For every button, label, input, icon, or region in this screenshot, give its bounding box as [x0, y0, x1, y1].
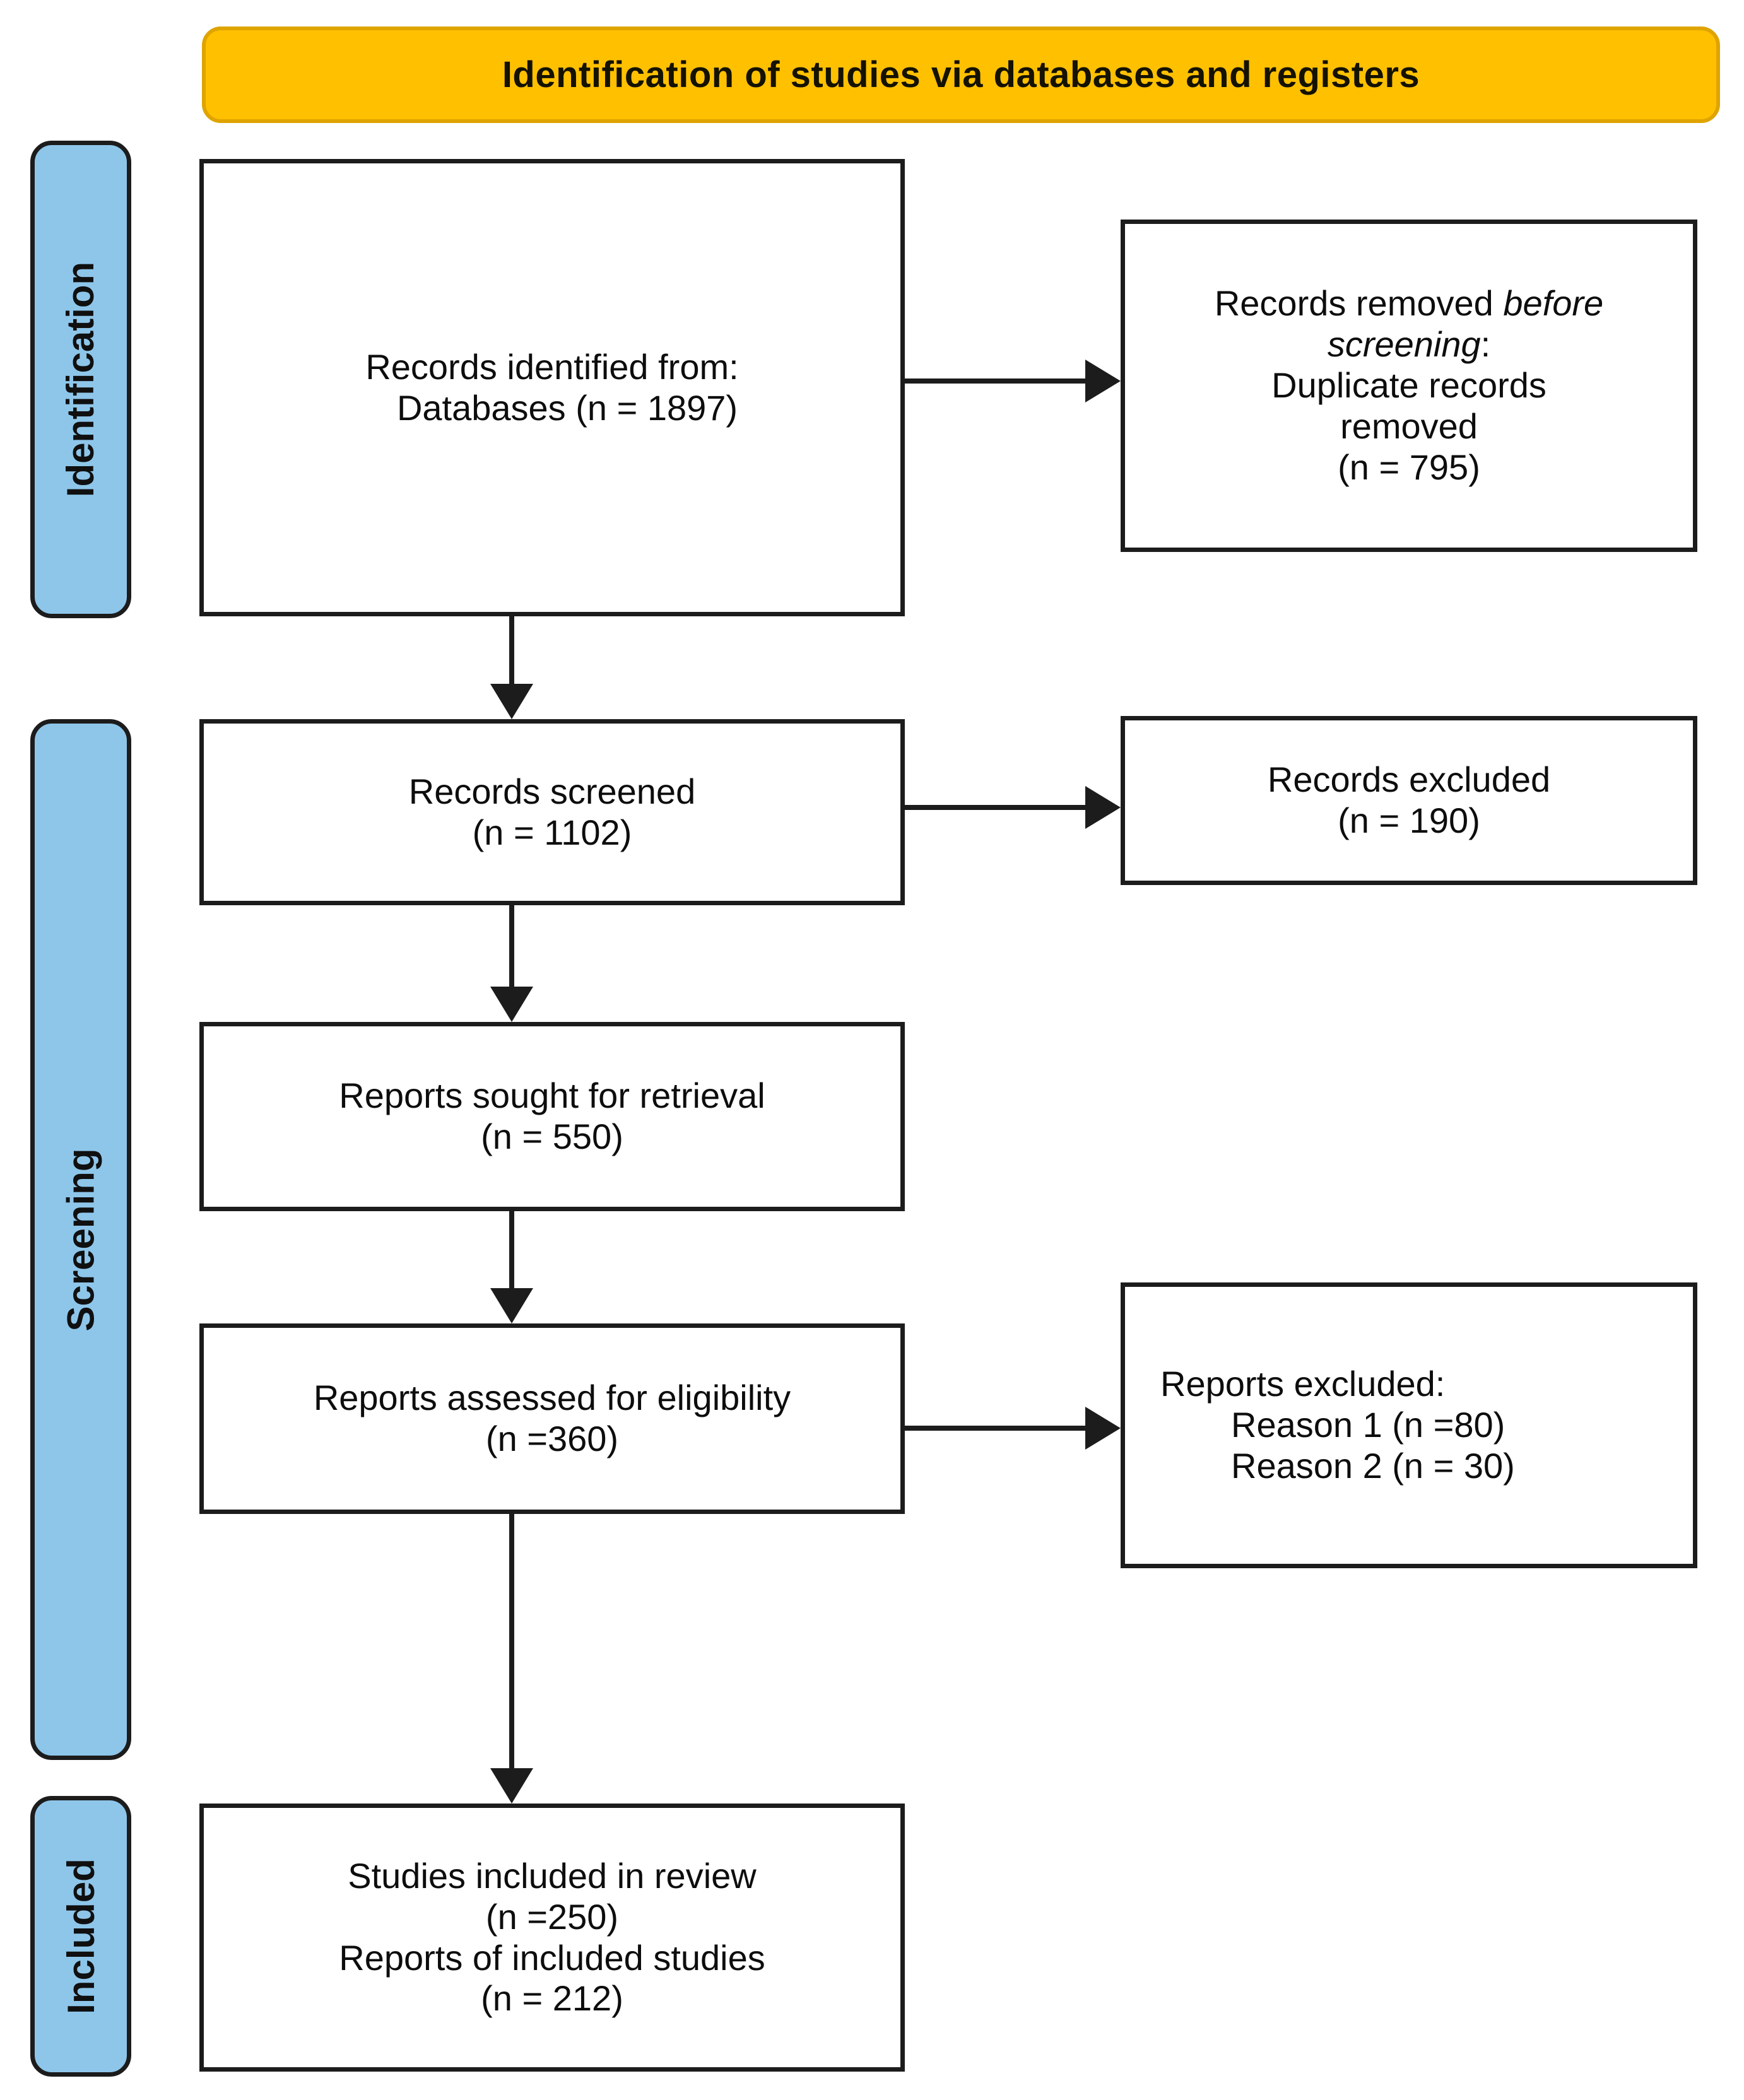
box-line: Reports of included studies	[339, 1937, 765, 1978]
stage-label-text: Identification	[59, 261, 102, 498]
box-line-text: :	[1480, 324, 1491, 365]
banner: Identification of studies via databases …	[202, 26, 1720, 123]
box-line: (n = 550)	[481, 1117, 623, 1156]
box-line: (n =250)	[485, 1896, 619, 1937]
arrow-right-screened-to-excluded-icon	[905, 786, 1121, 829]
stage-label-screening: Screening	[30, 719, 131, 1760]
box-line: screening:	[1328, 324, 1490, 365]
box-line: Records removed before	[1215, 283, 1603, 324]
stage-label-included: Included	[30, 1796, 131, 2077]
box-studies-included: Studies included in review (n =250) Repo…	[199, 1804, 905, 2072]
arrow-down-identified-to-screened-icon	[490, 616, 533, 719]
box-line: Reports sought for retrieval	[339, 1076, 765, 1116]
arrow-shaft	[905, 378, 1089, 384]
arrow-shaft	[509, 1514, 514, 1771]
arrow-head-icon	[490, 987, 533, 1022]
banner-title: Identification of studies via databases …	[502, 54, 1420, 95]
arrow-head-icon	[490, 684, 533, 719]
stage-label-text: Included	[59, 1858, 102, 2014]
stage-label-text: Screening	[59, 1147, 102, 1332]
arrow-shaft	[509, 616, 514, 686]
arrow-right-identified-to-removed-icon	[905, 360, 1121, 402]
arrow-down-sought-to-assessed-icon	[490, 1211, 533, 1323]
box-line: (n = 212)	[481, 1978, 623, 2019]
box-line: Reports assessed for eligibility	[313, 1378, 791, 1418]
arrow-head-icon	[1085, 786, 1121, 829]
box-line: Studies included in review	[348, 1855, 757, 1896]
box-reports-assessed: Reports assessed for eligibility (n =360…	[199, 1323, 905, 1514]
arrow-shaft	[905, 805, 1089, 810]
arrow-head-icon	[490, 1288, 533, 1323]
box-line-text: Records removed	[1214, 283, 1504, 324]
box-line: Records screened	[408, 771, 696, 811]
arrow-shaft	[905, 1426, 1089, 1431]
arrow-shaft	[509, 1211, 514, 1291]
box-records-identified: Records identified from: Databases (n = …	[199, 159, 905, 616]
box-reports-excluded: Reports excluded: Reason 1 (n =80) Reaso…	[1121, 1282, 1697, 1568]
arrow-head-icon	[1085, 1407, 1121, 1450]
stage-label-identification: Identification	[30, 141, 131, 618]
box-reports-sought: Reports sought for retrieval (n = 550)	[199, 1022, 905, 1211]
box-line: (n =360)	[485, 1419, 619, 1458]
box-line: Duplicate records	[1271, 365, 1547, 406]
arrow-head-icon	[490, 1768, 533, 1804]
arrow-down-screened-to-sought-icon	[490, 905, 533, 1022]
box-records-screened: Records screened (n = 1102)	[199, 719, 905, 905]
box-line: Reason 2 (n = 30)	[1231, 1445, 1515, 1486]
box-line: Reports excluded:	[1160, 1364, 1446, 1404]
box-records-excluded: Records excluded (n = 190)	[1121, 716, 1697, 885]
arrow-shaft	[509, 905, 514, 989]
box-line: (n = 190)	[1338, 801, 1480, 840]
box-line-text-italic: before	[1503, 283, 1604, 324]
box-line: Records excluded	[1267, 760, 1551, 800]
box-line: Records identified from:	[365, 346, 739, 387]
box-line-text-italic: screening	[1327, 324, 1481, 365]
box-line: removed	[1340, 406, 1478, 446]
arrow-head-icon	[1085, 360, 1121, 402]
box-records-removed: Records removed before screening: Duplic…	[1121, 220, 1697, 552]
box-line: Reason 1 (n =80)	[1231, 1405, 1505, 1445]
box-line: Databases (n = 1897)	[396, 387, 738, 428]
arrow-down-assessed-to-included-icon	[490, 1514, 533, 1804]
box-line: (n = 1102)	[472, 812, 632, 852]
box-line: (n = 795)	[1338, 447, 1480, 487]
arrow-right-assessed-to-reports-excluded-icon	[905, 1407, 1121, 1450]
